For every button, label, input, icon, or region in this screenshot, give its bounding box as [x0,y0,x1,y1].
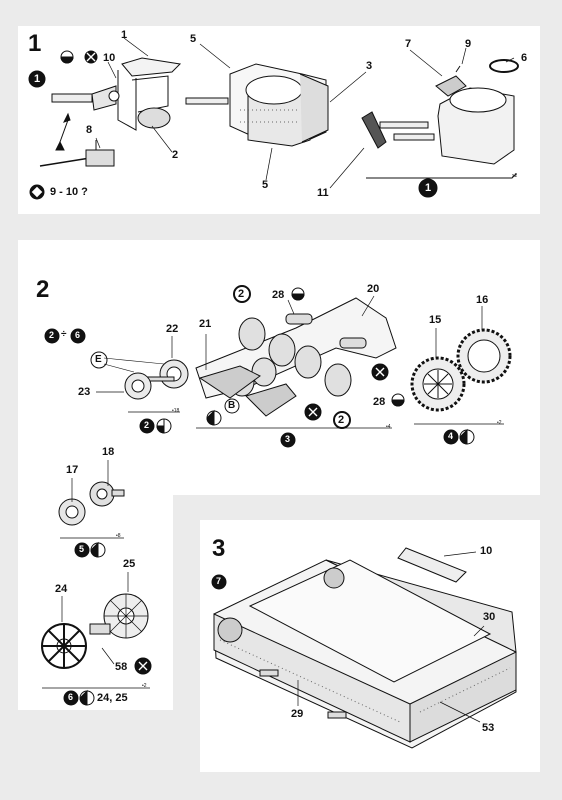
part-label: 28 [373,396,386,408]
sprocket-wheels-drawing [410,328,512,425]
multiplier: x2 [512,173,518,179]
part-label: 15 [429,314,442,326]
part-label: 5 [190,33,197,45]
part-label: 2 [172,149,179,161]
part-label: 22 [166,323,179,335]
part-label: 18 [102,446,115,458]
part-label: 20 [367,283,380,295]
multiplier: •2 [497,420,502,426]
part-label: 11 [317,187,329,199]
step-2-number: 2 [36,276,50,303]
multiplier: •8 [116,533,121,539]
part-label: 24 [55,583,68,595]
part-label: 58 [115,661,128,673]
paint-ref-text: 24, 25 [97,692,128,704]
part-label: 28 [272,289,285,301]
turret-small-drawing [51,57,182,131]
suspension-bogie-drawing [195,297,397,417]
step-3-number: 3 [212,535,226,562]
spoked-wheel-drawing [41,593,150,689]
sub-step-ref: 1 [34,73,41,85]
letter-label: E [95,354,102,365]
part-label: 2 [238,288,245,300]
sub-step-ref: 3 [285,434,291,444]
part-label: 9 [465,38,472,50]
part-label: 10 [480,545,493,557]
part-label: 6 [521,52,528,64]
multiplier: •2 [142,683,147,689]
part-label: 8 [86,124,93,136]
sub-step-ref: 2 [144,420,150,430]
sub-step-ref: 6 [68,692,74,702]
part-label: 17 [66,464,79,476]
multiplier: •4 [386,424,391,430]
range-start: 2 [49,330,55,340]
part-label: 23 [78,386,91,398]
turret-assembled-drawing [361,59,519,179]
turret-halves-drawing [185,63,329,147]
part-label: 21 [199,318,212,330]
range-separator: ÷ [61,329,67,340]
part-label: 5 [262,179,269,191]
sub-step-ref: 5 [79,544,85,554]
part-label: 16 [476,294,489,306]
road-wheel-pair-drawing [90,351,189,413]
part-label: 30 [483,611,496,623]
part-label: 3 [366,60,373,72]
part-label: 53 [482,722,495,734]
multiplier: •18 [172,408,180,414]
step-1-number: 1 [28,30,42,57]
gun-part-8-drawing [39,140,115,167]
part-label: 10 [103,52,116,64]
part-label: 25 [123,558,136,570]
sub-step-ref: 1 [425,182,432,194]
hull-chassis-drawing [213,547,517,749]
note-text: 9 - 10 ? [50,186,88,198]
part-label: 7 [405,38,412,50]
part-label: 1 [121,29,128,41]
sub-step-ref: 7 [216,576,222,586]
letter-label: B [228,400,236,411]
sub-step-ref: 4 [448,431,454,441]
range-end: 6 [75,330,81,340]
idler-wheel-drawing [58,481,125,539]
part-label: 29 [291,708,304,720]
part-label: 2 [338,414,345,426]
